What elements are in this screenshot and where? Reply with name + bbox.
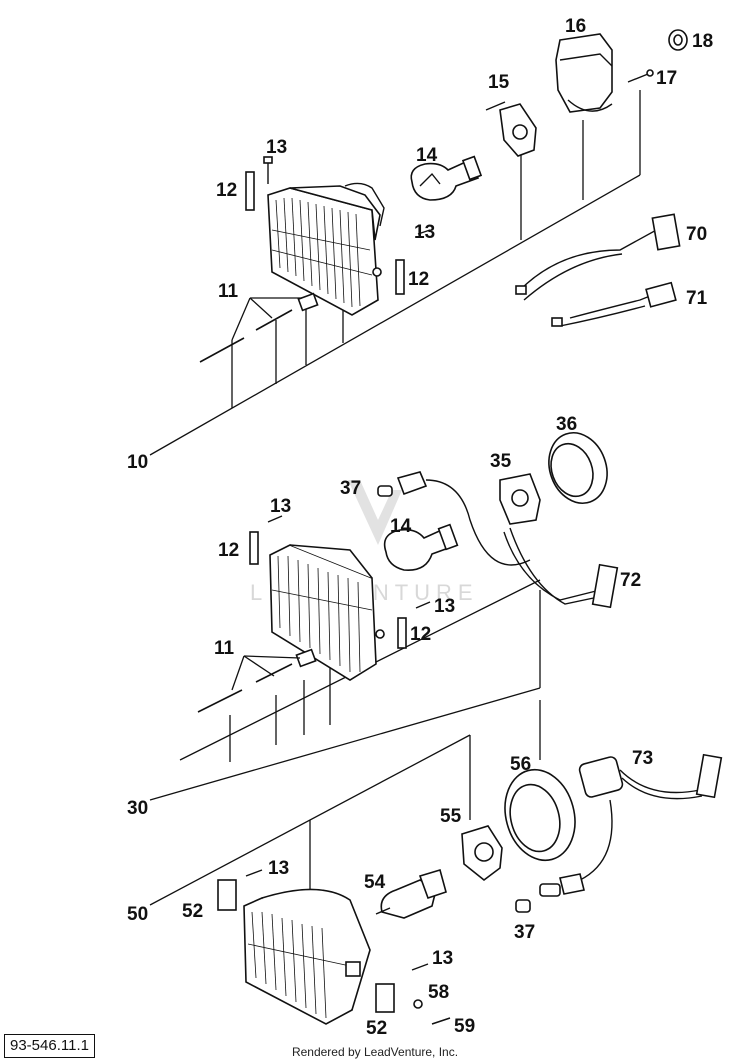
callout-13: 13	[434, 596, 455, 617]
callout-30: 30	[127, 798, 148, 819]
callout-13: 13	[268, 858, 289, 879]
callout-36: 36	[556, 414, 577, 435]
adjuster-screws	[199, 292, 319, 363]
callout-56: 56	[510, 754, 531, 775]
callout-70: 70	[686, 224, 707, 245]
callout-15: 15	[488, 72, 510, 93]
callout-71: 71	[686, 288, 708, 309]
adjust-screw	[245, 156, 431, 295]
assembly-10	[149, 29, 688, 456]
callout-52: 52	[366, 1018, 387, 1039]
callout-14: 14	[416, 145, 438, 166]
footer-credit: Rendered by LeadVenture, Inc.	[291, 1045, 459, 1059]
diagram-code: 93-546.11.1	[4, 1034, 95, 1058]
wiring-harness-2	[503, 527, 619, 609]
callout-55: 55	[440, 806, 462, 827]
bulb-flange	[461, 825, 503, 882]
callout-11: 11	[218, 281, 239, 302]
callout-10: 10	[127, 452, 148, 473]
adjuster-screws-2	[197, 648, 317, 713]
bulb-2	[383, 523, 459, 571]
bulb-socket-2	[499, 473, 541, 525]
callout-54: 54	[364, 872, 386, 893]
headlight-housing	[267, 182, 385, 316]
callout-73: 73	[632, 748, 653, 769]
bulb	[410, 155, 483, 201]
grommet	[668, 29, 688, 51]
mounting-clips	[217, 869, 451, 1025]
wiring-harness-3	[515, 753, 723, 913]
assembly-50	[149, 700, 723, 1025]
retaining-ring	[548, 432, 608, 504]
callout-13: 13	[414, 222, 435, 243]
rubber-cap	[555, 33, 613, 113]
assembly-30	[149, 432, 619, 801]
wiring-harness	[515, 213, 681, 327]
callout-17: 17	[656, 68, 677, 89]
callout-14: 14	[390, 516, 412, 537]
callout-72: 72	[620, 570, 641, 591]
bulb-socket	[485, 101, 537, 157]
callout-12: 12	[410, 624, 431, 645]
callout-12: 12	[216, 180, 237, 201]
callouts: 10 11 12 13 14 15 16 17 18 13 12 70 71 3…	[127, 16, 713, 1039]
retaining-ring-2	[504, 768, 576, 862]
callout-52: 52	[182, 901, 203, 922]
callout-58: 58	[428, 982, 449, 1003]
callout-12: 12	[408, 269, 429, 290]
callout-37: 37	[514, 922, 535, 943]
callout-13: 13	[270, 496, 291, 517]
callout-59: 59	[454, 1016, 475, 1037]
callout-16: 16	[565, 16, 586, 37]
callout-50: 50	[127, 904, 148, 925]
callout-13: 13	[266, 137, 287, 158]
adjust-screw-2	[249, 515, 431, 649]
callout-37: 37	[340, 478, 361, 499]
callout-35: 35	[490, 451, 512, 472]
screw	[627, 69, 654, 83]
headlight-housing-2	[269, 544, 385, 681]
callout-18: 18	[692, 31, 713, 52]
callout-11: 11	[214, 638, 235, 659]
parking-bulb	[377, 471, 531, 566]
h4-bulb	[375, 868, 447, 919]
callout-12: 12	[218, 540, 239, 561]
headlight-housing-3	[243, 888, 371, 1025]
callout-13: 13	[432, 948, 453, 969]
